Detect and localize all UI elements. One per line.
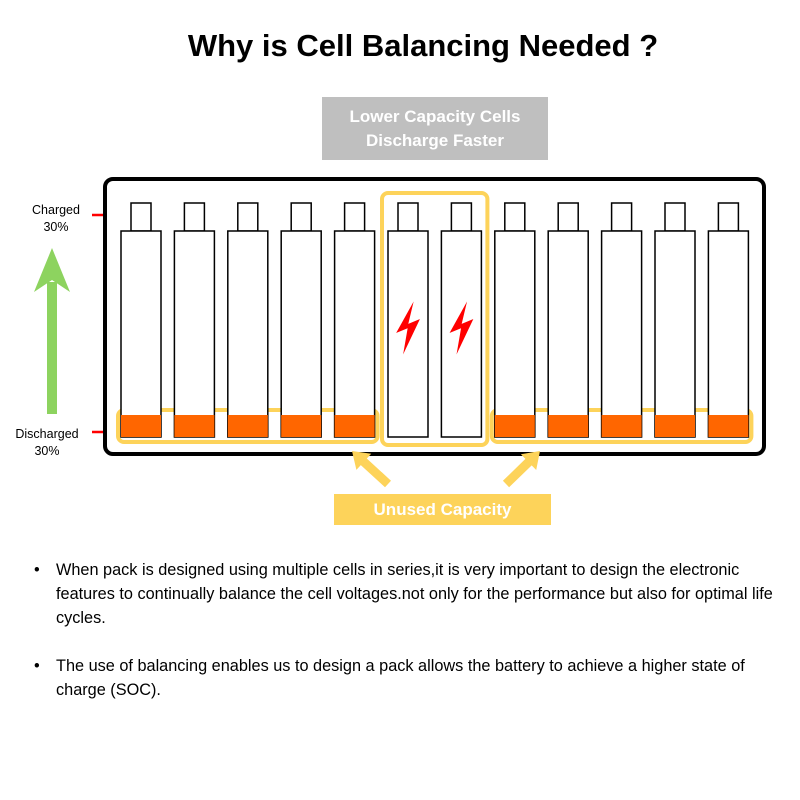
cell-body: [654, 230, 696, 438]
cell-cap: [237, 202, 259, 232]
charged-label-line1: Charged: [32, 203, 80, 217]
cell-cap: [610, 202, 633, 232]
cell-fill: [708, 415, 749, 437]
cell-cap: [557, 202, 579, 232]
cell-fill: [548, 415, 589, 437]
cell-body: [227, 230, 269, 438]
bullet-item: • When pack is designed using multiple ce…: [34, 558, 774, 630]
discharged-label-line2: 30%: [34, 444, 60, 458]
charged-label: Charged 30%: [6, 202, 106, 236]
cell-fill: [601, 415, 642, 437]
discharged-label: Discharged 30%: [0, 426, 97, 460]
cell-fill: [227, 415, 268, 437]
cell-cap: [504, 202, 526, 232]
battery-pack-diagram: [34, 177, 766, 488]
lightning-bolt-icon: [393, 297, 423, 359]
pointer-layer: [352, 451, 540, 488]
charge-arrow-head: [34, 248, 70, 292]
low-capacity-highlight: [380, 191, 490, 447]
cell-fill: [174, 415, 215, 437]
cell-fill: [121, 415, 161, 437]
bullet-dot: •: [34, 561, 40, 579]
lightning-bolt-icon: [447, 297, 476, 359]
bullet-text: When pack is designed using multiple cel…: [56, 561, 773, 627]
cell-body: [547, 230, 589, 438]
unused-capacity-pointer-right: [502, 451, 540, 488]
page-title: Why is Cell Balancing Needed ?: [187, 28, 659, 63]
charge-arrow-shaft: [47, 282, 57, 414]
cell-cap: [397, 202, 419, 232]
bullet-list: • When pack is designed using multiple ce…: [34, 558, 774, 726]
cell-body: [173, 230, 216, 438]
cell-body: [120, 230, 162, 438]
cell-body: [280, 230, 322, 438]
cell-cap: [183, 202, 206, 232]
battery-pack-outline: [103, 177, 766, 456]
cell-body: [494, 230, 536, 438]
cell-body: [333, 230, 376, 438]
cell-layer: [120, 202, 750, 438]
lower-capacity-callout: Lower Capacity Cells Discharge Faster: [322, 97, 548, 160]
unused-capacity-pointer-left: [352, 451, 391, 488]
bullet-item: • The use of balancing enables us to desi…: [34, 654, 774, 702]
cell-cap: [290, 202, 312, 232]
cell-cap: [450, 202, 473, 232]
cell-cap: [664, 202, 686, 232]
lower-capacity-callout-line2: Discharge Faster: [366, 130, 504, 150]
cell-cap: [130, 202, 152, 232]
charged-label-line2: 30%: [43, 220, 69, 234]
bullet-dot: •: [34, 657, 40, 675]
cell-cap: [717, 202, 740, 232]
cell-body: [707, 230, 750, 438]
cell-fill: [281, 415, 322, 437]
cell-fill: [655, 415, 695, 437]
discharged-label-line1: Discharged: [15, 427, 79, 441]
cell-fill: [494, 415, 535, 437]
unused-capacity-callout: Unused Capacity: [334, 494, 551, 525]
cell-fill: [334, 415, 375, 437]
lower-capacity-callout-line1: Lower Capacity Cells: [349, 106, 521, 126]
cell-body: [600, 230, 643, 438]
bullet-text: The use of balancing enables us to desig…: [56, 657, 745, 699]
cell-cap: [343, 202, 366, 232]
